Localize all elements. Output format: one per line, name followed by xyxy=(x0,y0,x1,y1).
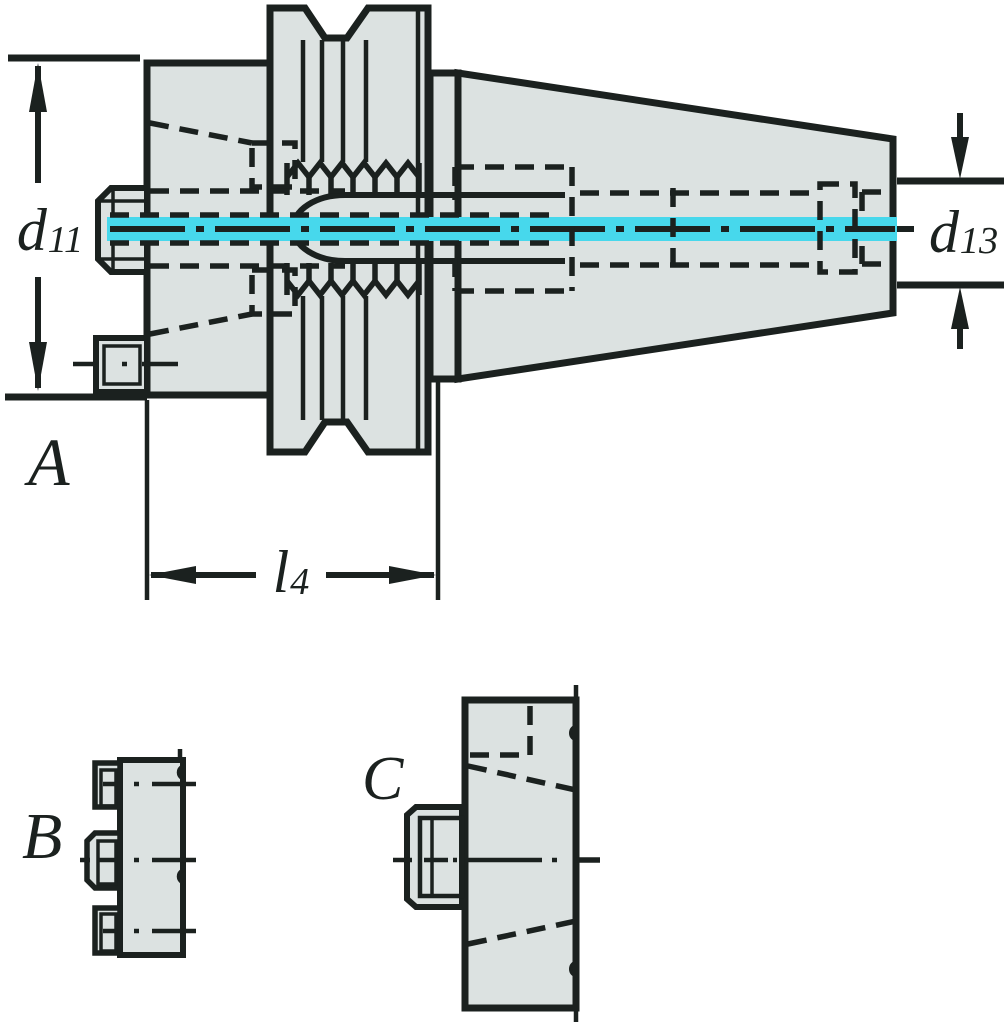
view-label-b: B xyxy=(22,800,63,873)
arrow-up xyxy=(29,63,47,112)
arrow-left xyxy=(149,566,196,584)
main-view xyxy=(5,4,1004,600)
arrow-down xyxy=(29,342,47,391)
view-b xyxy=(80,749,196,958)
arrow-right xyxy=(389,566,436,584)
view-label-a: A xyxy=(28,424,70,500)
clamp-screw xyxy=(95,185,150,275)
dimension-d13 xyxy=(897,113,1004,349)
dim-d13-base: d xyxy=(929,198,959,265)
view-b-body xyxy=(117,757,186,958)
dim-l4-sub: 4 xyxy=(290,560,310,603)
view-label-c: C xyxy=(362,745,404,813)
dim-d13-sub: 13 xyxy=(959,220,999,263)
view-c-screw xyxy=(404,804,465,910)
dim-d11-base: d xyxy=(16,197,47,263)
hidden-lines xyxy=(110,120,890,337)
dim-l4-base: l xyxy=(272,539,290,605)
view-c-body xyxy=(461,696,580,1012)
thread-symbol xyxy=(284,158,422,300)
arrow-up xyxy=(951,287,969,329)
dim-d11-sub: 11 xyxy=(47,218,84,261)
drive-key-block xyxy=(73,335,178,395)
view-b-center-marks xyxy=(80,781,196,934)
arrow-down xyxy=(951,137,969,179)
view-c xyxy=(393,685,600,1022)
view-c-hidden-lines xyxy=(467,706,577,947)
